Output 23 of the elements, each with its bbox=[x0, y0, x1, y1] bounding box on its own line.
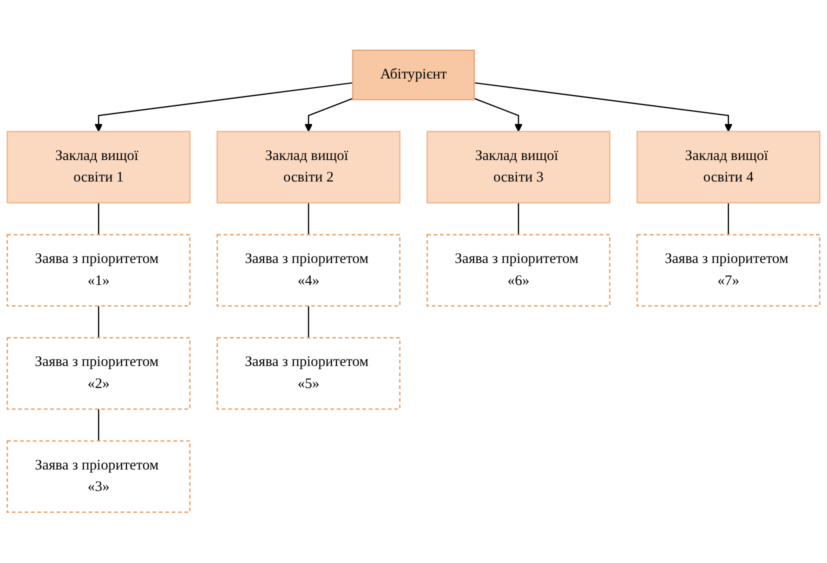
node-box: Абітурієнт bbox=[352, 50, 475, 101]
connector bbox=[98, 203, 100, 235]
arrow bbox=[474, 98, 522, 132]
connector bbox=[308, 203, 310, 235]
node-box: Заява з пріоритетом «4» bbox=[216, 234, 400, 307]
connector bbox=[98, 409, 100, 442]
connector bbox=[728, 203, 729, 235]
connector bbox=[308, 306, 310, 338]
arrow bbox=[94, 82, 353, 132]
node-box: Заява з пріоритетом «6» bbox=[426, 234, 610, 307]
node-box: Заява з пріоритетом «5» bbox=[216, 337, 400, 410]
node-box: Заклад вищої освіти 1 bbox=[6, 131, 191, 204]
connector bbox=[518, 203, 520, 235]
arrow bbox=[474, 82, 732, 132]
node-box: Заклад вищої освіти 3 bbox=[426, 131, 610, 204]
node-box: Заява з пріоритетом «1» bbox=[6, 234, 191, 307]
connector bbox=[98, 306, 100, 338]
node-box: Заклад вищої освіти 2 bbox=[216, 131, 400, 204]
arrow bbox=[304, 98, 354, 132]
node-box: Заява з пріоритетом «3» bbox=[6, 440, 191, 514]
node-box: Заява з пріоритетом «2» bbox=[6, 337, 191, 410]
node-box: Заява з пріоритетом «7» bbox=[636, 234, 820, 307]
node-box: Заклад вищої освіти 4 bbox=[636, 131, 820, 204]
